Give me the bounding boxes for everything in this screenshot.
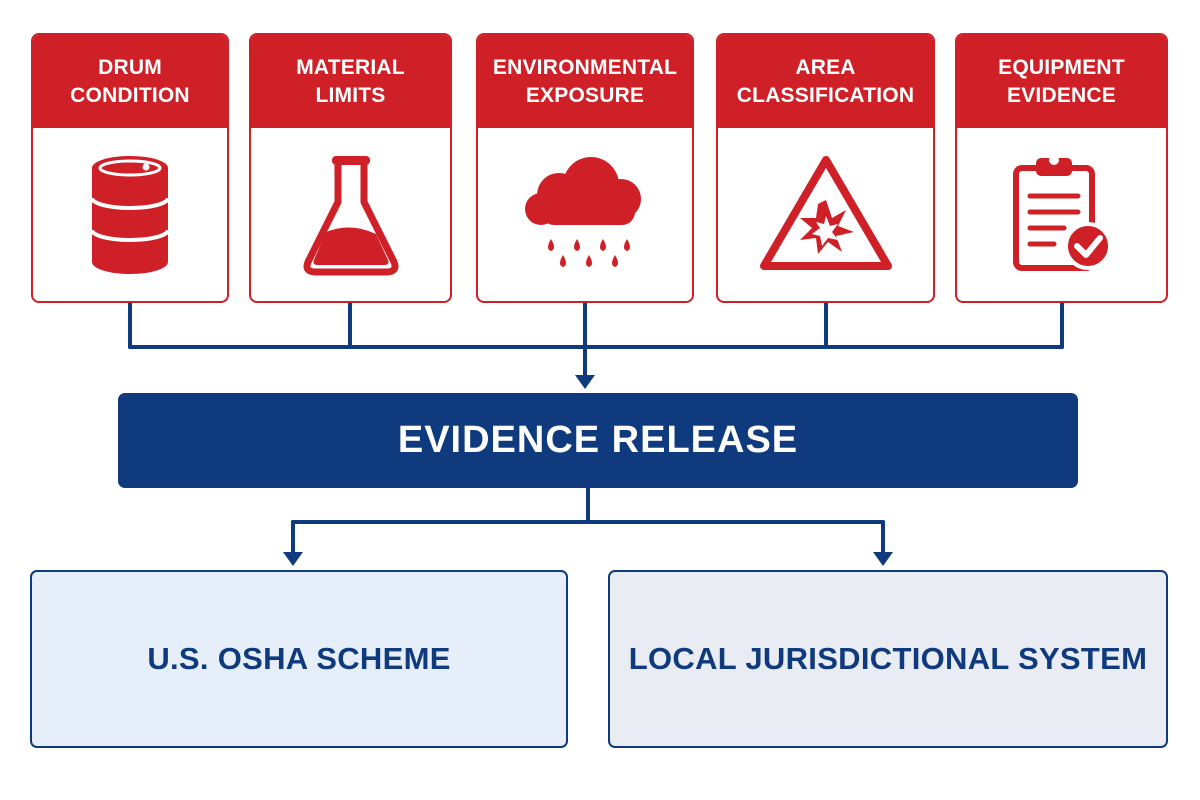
local-system-label: LOCAL JURISDICTIONAL SYSTEM xyxy=(628,641,1148,676)
category-card-material-limits: MATERIAL LIMITS xyxy=(249,33,452,303)
category-title: ENVIRONMENTAL EXPOSURE xyxy=(478,35,692,128)
arrowhead-release xyxy=(575,375,595,389)
category-title: EQUIPMENT EVIDENCE xyxy=(957,35,1166,128)
evidence-release-bar: EVIDENCE RELEASE xyxy=(118,393,1078,488)
category-card-drum-condition: DRUM CONDITION xyxy=(31,33,229,303)
osha-scheme-label: U.S. OSHA SCHEME xyxy=(147,641,451,676)
category-title: MATERIAL LIMITS xyxy=(251,35,450,128)
rain-cloud-icon xyxy=(525,156,641,267)
category-title: AREA CLASSIFICATION xyxy=(718,35,933,128)
category-card-area-classification: AREA CLASSIFICATION xyxy=(716,33,935,303)
drum-icon xyxy=(90,155,170,274)
arrowhead-osha xyxy=(283,552,303,566)
flask-icon xyxy=(303,155,398,275)
category-title: DRUM CONDITION xyxy=(33,35,227,128)
local-jurisdictional-system-box: LOCAL JURISDICTIONAL SYSTEM xyxy=(608,570,1168,748)
arrowhead-local xyxy=(873,552,893,566)
evidence-release-label: EVIDENCE RELEASE xyxy=(397,419,799,461)
osha-scheme-box: U.S. OSHA SCHEME xyxy=(30,570,568,748)
clipboard-check-icon xyxy=(1012,154,1112,271)
category-card-equipment-evidence: EQUIPMENT EVIDENCE xyxy=(955,33,1168,303)
category-card-environmental-exposure: ENVIRONMENTAL EXPOSURE xyxy=(476,33,694,303)
explosion-warning-icon xyxy=(759,156,892,270)
